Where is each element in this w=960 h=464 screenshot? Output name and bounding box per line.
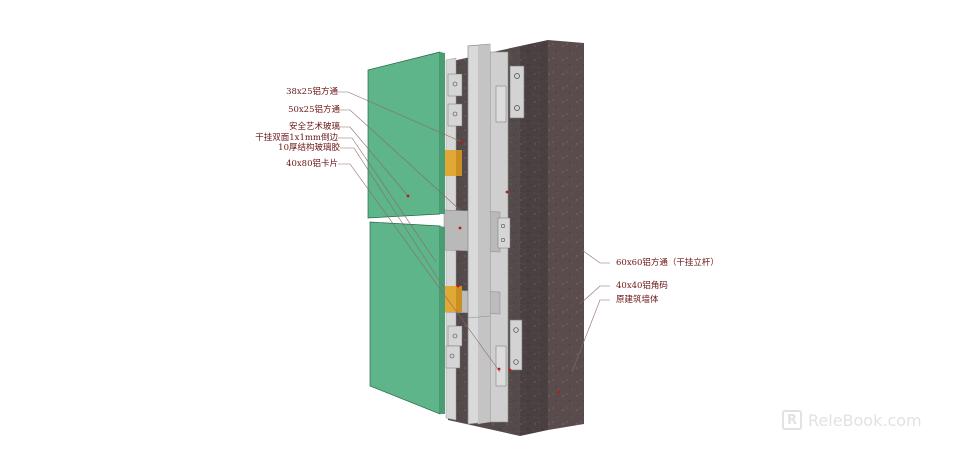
glass-panel-lower bbox=[369, 221, 445, 415]
label-40x40-angle: 40x40铝角码 bbox=[616, 281, 668, 291]
label-safety-art-glass: 安全艺术玻璃 bbox=[288, 122, 340, 132]
label-60x60-mullion: 60x60铝方通（干挂立杆） bbox=[616, 258, 719, 268]
label-structural-glue: 10厚结构玻璃胶 bbox=[278, 143, 340, 153]
label-40x80-aluminum-clip: 40x80铝卡片 bbox=[286, 159, 338, 169]
aluminum-mullion-60x60 bbox=[467, 43, 491, 425]
left-clips bbox=[445, 73, 463, 369]
watermark: R ReleBook.com bbox=[782, 410, 922, 430]
label-50x25-aluminum-tube: 50x25铝方通 bbox=[288, 105, 340, 115]
label-original-wall: 原建筑墙体 bbox=[616, 295, 659, 305]
leader-dots bbox=[406, 140, 561, 394]
label-double-sided-chamfer: 干挂双面1x1mm倒边 bbox=[255, 133, 338, 143]
leader-lines-left bbox=[338, 91, 501, 373]
leader-lines-right bbox=[571, 249, 610, 373]
watermark-logo-icon: R bbox=[782, 410, 802, 430]
glass-panel-upper bbox=[367, 51, 445, 219]
watermark-text: ReleBook.com bbox=[808, 410, 922, 430]
structural-glue-block bbox=[444, 150, 462, 312]
label-38x25-aluminum-tube: 38x25铝方通 bbox=[286, 87, 338, 97]
